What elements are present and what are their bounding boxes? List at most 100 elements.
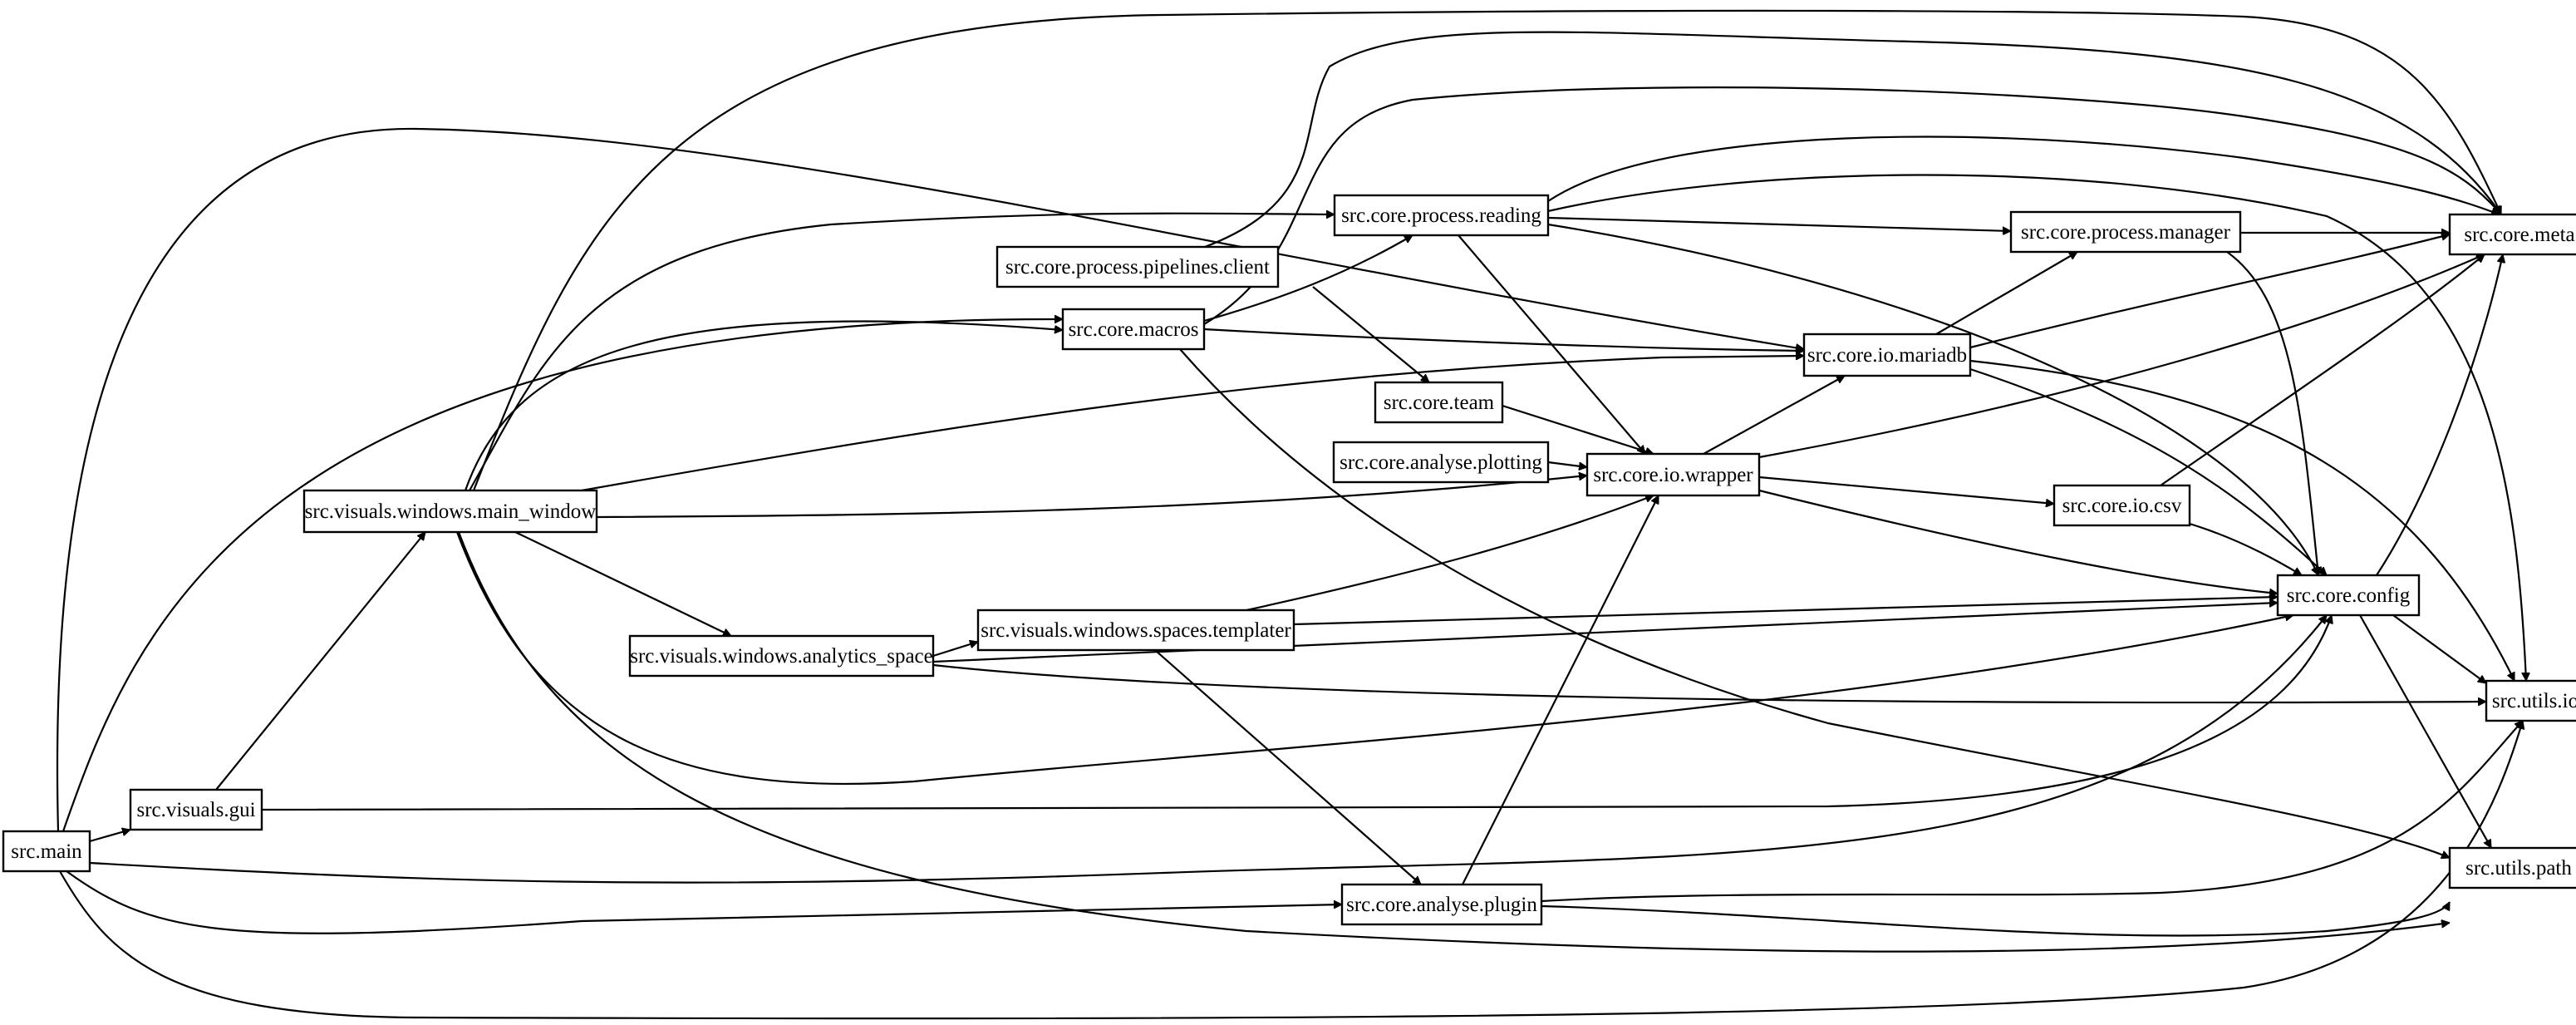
node-main_window[interactable]: src.visuals.windows.main_window xyxy=(302,489,598,534)
node-pipelines_client[interactable]: src.core.process.pipelines.client xyxy=(995,245,1280,288)
node-mariadb[interactable]: src.core.io.mariadb xyxy=(1802,333,1972,377)
edge-main-to-gui xyxy=(89,830,130,843)
node-label: src.main xyxy=(11,840,82,863)
node-box xyxy=(1061,308,1206,351)
node-label: src.visuals.windows.spaces.templater xyxy=(981,619,1291,642)
edge-main_window-to-meta xyxy=(472,9,2502,491)
edge-macros-to-meta xyxy=(1203,86,2502,325)
edge-plotting-to-wrapper xyxy=(1547,461,1587,467)
node-csv[interactable]: src.core.io.csv xyxy=(2052,484,2191,527)
node-team[interactable]: src.core.team xyxy=(1374,381,1504,424)
edge-plugin-to-path xyxy=(1541,902,2451,937)
edge-main_window-to-macros xyxy=(464,320,1063,491)
edge-plugin-to-wrapper xyxy=(1462,495,1659,885)
node-label: src.core.analyse.plugin xyxy=(1346,894,1537,916)
node-box xyxy=(2052,484,2191,527)
node-box xyxy=(1585,452,1761,497)
edge-main-to-macros xyxy=(61,319,1063,832)
edge-macros-to-mariadb xyxy=(1203,328,1804,351)
edge-macros-to-path xyxy=(1179,348,2450,858)
node-label: src.core.io.csv xyxy=(2062,495,2182,517)
node-main[interactable]: src.main xyxy=(2,830,91,873)
node-reading[interactable]: src.core.process.reading xyxy=(1333,194,1550,237)
node-box xyxy=(302,489,598,534)
edge-reading-to-meta xyxy=(1547,136,2500,214)
edge-analytics_space-to-templater xyxy=(932,642,978,658)
node-label: src.core.process.pipelines.client xyxy=(1005,256,1270,278)
node-label: src.core.macros xyxy=(1069,318,1199,341)
edge-pipelines_client-to-meta xyxy=(1204,31,2502,249)
node-macros[interactable]: src.core.macros xyxy=(1061,308,1206,351)
edge-mariadb-to-config xyxy=(1969,367,2327,576)
edge-config-to-io xyxy=(2392,614,2486,684)
node-meta[interactable]: src.core.meta xyxy=(2448,213,2576,256)
edge-reading-to-config xyxy=(1547,223,2319,575)
node-config[interactable]: src.core.config xyxy=(2276,574,2421,617)
edge-main_window-to-config xyxy=(455,531,2293,786)
node-label: src.utils.io xyxy=(2492,690,2576,712)
edge-mariadb-to-io xyxy=(1969,359,2515,681)
node-box xyxy=(2448,213,2576,256)
edge-reading-to-wrapper xyxy=(1458,234,1646,454)
node-label: src.visuals.windows.analytics_space xyxy=(630,645,933,668)
node-analytics_space[interactable]: src.visuals.windows.analytics_space xyxy=(628,634,935,678)
node-label: src.core.meta xyxy=(2464,224,2574,246)
edge-wrapper-to-csv xyxy=(1758,476,2054,504)
edge-main-to-plugin xyxy=(66,870,1342,934)
node-plotting[interactable]: src.core.analyse.plotting xyxy=(1332,441,1550,484)
node-manager[interactable]: src.core.process.manager xyxy=(2009,210,2242,254)
node-box xyxy=(2448,846,2576,889)
edge-config-to-path xyxy=(2359,614,2492,848)
node-box xyxy=(2276,574,2421,617)
edge-main_window-to-reading xyxy=(469,214,1335,491)
node-label: src.core.analyse.plotting xyxy=(1340,451,1542,474)
node-wrapper[interactable]: src.core.io.wrapper xyxy=(1585,452,1761,497)
edges-layer xyxy=(56,9,2526,1020)
edge-main-to-mariadb xyxy=(56,127,1804,832)
edge-gui-to-main_window xyxy=(215,532,426,791)
node-box xyxy=(1333,194,1550,237)
edge-main_window-to-wrapper xyxy=(596,476,1587,519)
node-io[interactable]: src.utils.io xyxy=(2485,679,2576,722)
node-box xyxy=(1802,333,1972,377)
node-templater[interactable]: src.visuals.windows.spaces.templater xyxy=(976,609,1295,652)
edge-csv-to-config xyxy=(2189,522,2302,576)
node-box xyxy=(995,245,1280,288)
edge-pipelines_client-to-team xyxy=(1312,286,1429,383)
edge-reading-to-manager xyxy=(1547,216,2011,231)
edge-gui-to-config xyxy=(261,615,2332,811)
edge-templater-to-wrapper xyxy=(1246,495,1654,612)
edge-plugin-to-io xyxy=(1541,721,2524,903)
node-label: src.core.process.reading xyxy=(1341,205,1541,227)
node-box xyxy=(129,788,263,831)
node-box xyxy=(2485,679,2576,722)
node-label: src.utils.path xyxy=(2465,857,2572,880)
edge-config-to-meta xyxy=(2376,254,2503,576)
node-label: src.visuals.windows.main_window xyxy=(305,500,597,523)
nodes-layer: src.main src.visuals.gui src.visuals.windo… xyxy=(2,194,2576,926)
node-gui[interactable]: src.visuals.gui xyxy=(129,788,263,831)
node-box xyxy=(1374,381,1504,424)
edge-mariadb-to-meta xyxy=(1969,234,2450,349)
edge-manager-to-config xyxy=(2226,251,2318,575)
node-box xyxy=(1340,883,1543,926)
edge-wrapper-to-config xyxy=(1758,489,2278,594)
node-path[interactable]: src.utils.path xyxy=(2448,846,2576,889)
node-label: src.core.team xyxy=(1384,392,1495,414)
node-plugin[interactable]: src.core.analyse.plugin xyxy=(1340,883,1543,926)
edge-mariadb-to-manager xyxy=(1935,251,2077,335)
edge-analytics_space-to-io xyxy=(932,663,2486,702)
edge-csv-to-meta xyxy=(2160,254,2485,486)
node-box xyxy=(628,634,935,678)
edge-macros-to-reading xyxy=(1203,234,1413,323)
node-label: src.core.io.wrapper xyxy=(1593,464,1753,486)
edge-wrapper-to-meta xyxy=(1758,254,2485,459)
edge-wrapper-to-mariadb xyxy=(1703,375,1845,455)
edge-team-to-wrapper xyxy=(1502,404,1654,454)
edge-reading-to-io xyxy=(1547,174,2526,681)
edge-templater-to-config xyxy=(1293,597,2278,626)
node-label: src.visuals.gui xyxy=(136,799,255,821)
edge-main_window-to-mariadb xyxy=(581,356,1804,492)
edge-templater-to-plugin xyxy=(1154,649,1421,885)
